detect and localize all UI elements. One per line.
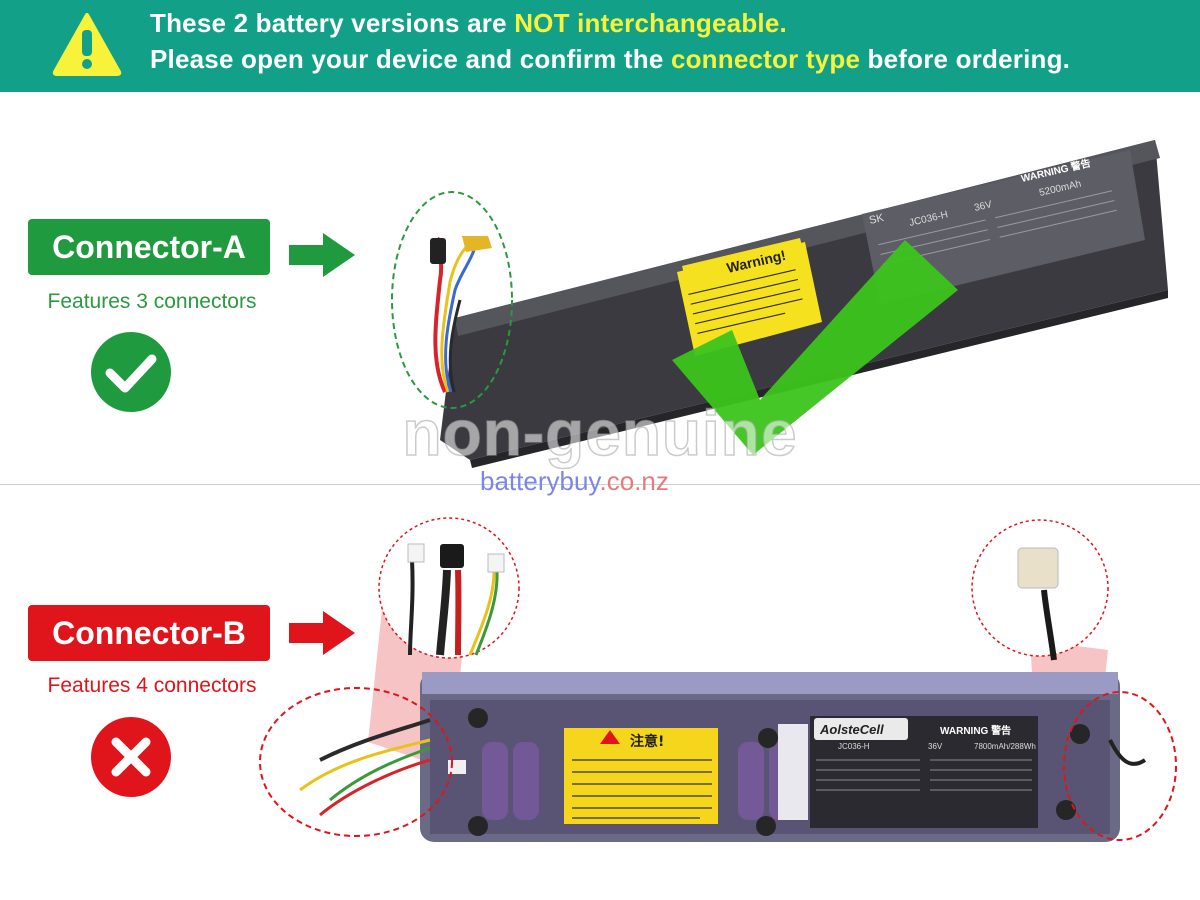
arrow-right-icon	[289, 611, 355, 655]
cross-icon	[91, 717, 171, 797]
battery-b-voltage: 36V	[928, 742, 943, 751]
battery-b-photo: 注意! AolsteCell WARNING 警告 JC036-H 36V 78…	[259, 517, 1177, 842]
battery-a-photo: Warning! SK JC036-H 36V 5200mAh WARNING …	[391, 140, 1168, 468]
connector-a-features: Features 3 connectors	[47, 290, 257, 313]
banner-line-2-suffix: before ordering.	[860, 44, 1071, 74]
banner-line-1-text: These 2 battery versions are	[150, 8, 515, 38]
battery-b-model: JC036-H	[838, 742, 870, 751]
battery-a-voltage: 36V	[973, 199, 993, 214]
connector-a-label: Connector-A	[28, 219, 270, 275]
banner-line-2: Please open your device and confirm the …	[150, 44, 1070, 75]
check-icon	[91, 332, 171, 412]
banner-line-1-highlight: NOT interchangeable.	[514, 8, 787, 38]
warning-triangle-icon	[52, 13, 122, 76]
banner-line-2-highlight: connector type	[670, 44, 861, 74]
battery-b-label-title: WARNING 警告	[940, 724, 1011, 737]
battery-b-capacity: 7800mAh/288Wh	[974, 742, 1036, 751]
top-banner: These 2 battery versions are NOT interch…	[0, 0, 1200, 92]
section-divider	[0, 484, 1200, 485]
connector-b-features: Features 4 connectors	[47, 674, 257, 697]
arrow-right-icon	[289, 233, 355, 277]
watermark-domain: batterybuy.co.nz	[480, 466, 669, 497]
connector-b-label: Connector-B	[28, 605, 270, 661]
watermark-domain-name: batterybuy	[480, 466, 600, 496]
watermark-domain-tld: .co.nz	[599, 466, 669, 496]
battery-b-notice-title: 注意!	[630, 733, 664, 750]
banner-line-1: These 2 battery versions are NOT interch…	[150, 8, 787, 39]
battery-a-brand: SK	[868, 212, 886, 227]
banner-line-2-text: Please open your device and confirm the	[150, 44, 671, 74]
watermark-text: non-genuine	[402, 396, 798, 470]
battery-b-brand: AolsteCell	[819, 722, 884, 737]
